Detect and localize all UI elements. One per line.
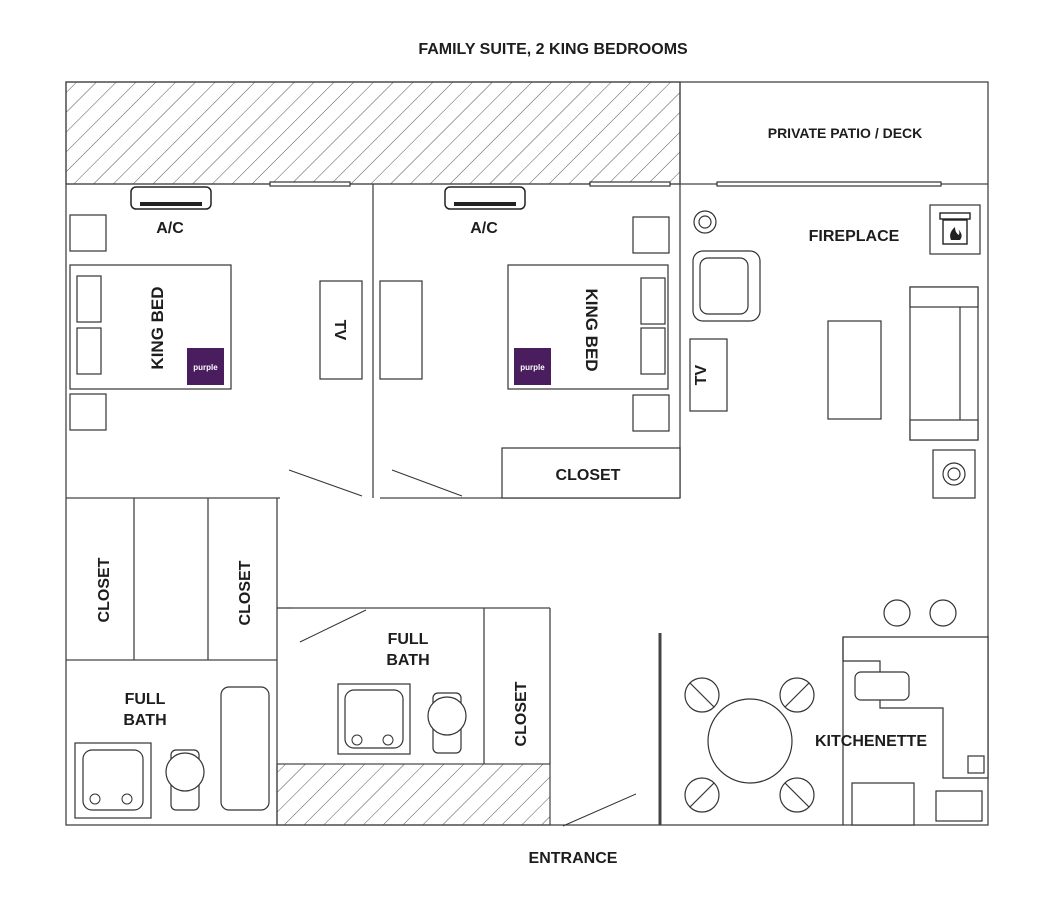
- dining-table-icon: [684, 677, 815, 813]
- bath-center-label-2: BATH: [386, 652, 429, 669]
- pillow-left-2: [76, 327, 102, 375]
- tv-living-label: TV: [693, 364, 710, 385]
- toilet-icon-center: [427, 692, 467, 754]
- door-swings: [277, 469, 637, 827]
- nightstand-bottom-left: [69, 393, 107, 431]
- ac-unit-mid: [444, 186, 526, 210]
- coffee-table: [827, 320, 882, 420]
- pillow-mid-1: [640, 277, 666, 325]
- pillow-left-1: [76, 275, 102, 323]
- stools-icon: [883, 599, 957, 627]
- closet-bath-label: CLOSET: [513, 681, 530, 746]
- fireplace-label: FIREPLACE: [809, 228, 900, 245]
- bath-center-label-1: FULL: [388, 631, 429, 648]
- dresser-mid: [379, 280, 423, 380]
- plan-title: FAMILY SUITE, 2 KING BEDROOMS: [418, 41, 688, 58]
- sink-icon-left: [74, 742, 152, 819]
- ac-unit-left: [130, 186, 212, 210]
- tv-stand-living: [689, 338, 728, 412]
- side-lamp-icon: [932, 449, 976, 499]
- tv-left-label: TV: [331, 320, 348, 341]
- closet-left-a-label: CLOSET: [96, 557, 113, 622]
- fireplace-icon: [929, 204, 981, 255]
- entrance-label: ENTRANCE: [529, 850, 618, 867]
- bathtub-left: [220, 686, 270, 811]
- pillow-mid-2: [640, 327, 666, 375]
- floor-lamp-icon: [693, 210, 717, 234]
- hatched-terrace: [65, 81, 681, 185]
- king-bed-mid-label: KING BED: [582, 288, 601, 371]
- purple-logo-left: [187, 348, 224, 385]
- hatched-entry-block: [276, 763, 551, 826]
- closet-left-b-label: CLOSET: [237, 560, 254, 625]
- windows: [269, 181, 942, 187]
- nightstand-top-left: [69, 214, 107, 252]
- ac-label-mid: A/C: [470, 220, 498, 237]
- sofa-icon: [909, 286, 979, 441]
- bath-left-label-2: BATH: [123, 712, 166, 729]
- kitchen-counter: [842, 636, 989, 826]
- kitchenette-label: KITCHENETTE: [815, 733, 927, 750]
- toilet-icon-left: [165, 749, 205, 811]
- purple-logo-mid: [514, 348, 551, 385]
- closet-mid-label: CLOSET: [556, 467, 621, 484]
- tv-stand-left: [319, 280, 363, 380]
- purple-logo-text-left: purple: [193, 363, 218, 372]
- armchair-icon: [692, 250, 761, 322]
- king-bed-left-label: KING BED: [148, 286, 167, 369]
- nightstand-top-mid: [632, 216, 670, 254]
- nightstand-bottom-mid: [632, 394, 670, 432]
- patio-label: PRIVATE PATIO / DECK: [768, 125, 923, 141]
- sink-icon-center: [337, 683, 411, 755]
- closet-mid: [501, 447, 681, 499]
- purple-logo-text-mid: purple: [520, 363, 545, 372]
- ac-label-left: A/C: [156, 220, 184, 237]
- bath-left-label-1: FULL: [125, 691, 166, 708]
